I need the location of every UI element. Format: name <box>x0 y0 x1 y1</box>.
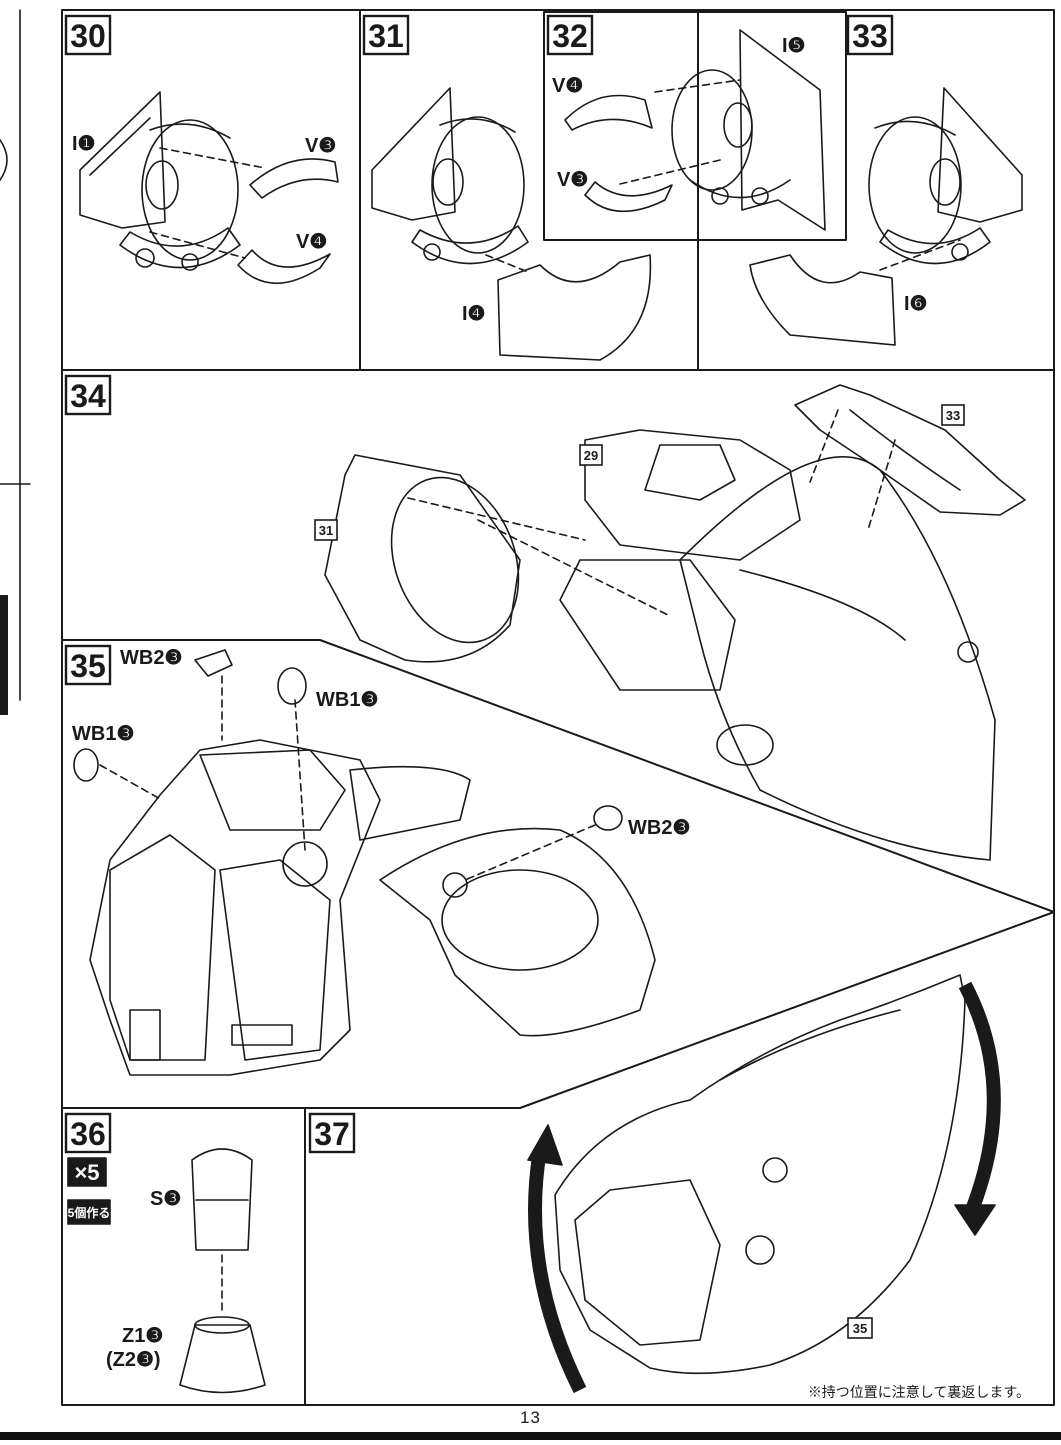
step-31-drawing <box>371 87 652 361</box>
part-label: Z1❸ <box>122 1325 163 1347</box>
part-label: WB1❸ <box>72 723 134 745</box>
step-number-30: 30 <box>70 18 106 54</box>
step-number-36: 36 <box>70 1116 106 1152</box>
step-30-drawing <box>79 91 339 285</box>
ref-box <box>579 444 603 466</box>
ref-label-29: 29 <box>584 448 598 463</box>
step-number-33: 33 <box>852 18 888 54</box>
part-label: WB2❸ <box>120 647 182 669</box>
part-label: I❹ <box>462 303 486 325</box>
ref-label-35: 35 <box>853 1321 867 1336</box>
part-label: I❺ <box>782 35 806 57</box>
step-number-box <box>846 14 894 56</box>
part-label: WB1❸ <box>316 689 378 711</box>
step-number-box <box>64 644 112 686</box>
step-36-drawing <box>179 1148 266 1394</box>
step-number-31: 31 <box>368 18 404 54</box>
panel-frames <box>61 9 1055 1406</box>
step-number-box <box>64 14 112 56</box>
step-35-drawing <box>73 649 656 1076</box>
part-label: V❸ <box>557 169 588 191</box>
step-number-32: 32 <box>552 18 588 54</box>
page-bottom-edge <box>0 1432 1061 1440</box>
part-label: I❻ <box>904 293 928 315</box>
ref-box <box>941 404 965 426</box>
step-33-drawing <box>749 87 1023 346</box>
multiplier-text: ×5 <box>74 1160 99 1185</box>
multiplier-note-badge <box>67 1199 111 1225</box>
part-label: (Z2❸) <box>106 1349 161 1371</box>
step-number-box <box>64 374 112 416</box>
multiplier-badge <box>67 1157 107 1187</box>
step-number-box <box>362 14 410 56</box>
left-margin-lines <box>0 9 31 715</box>
ref-box <box>847 1317 873 1339</box>
multiplier-note: 5個作る <box>68 1205 111 1220</box>
ref-label-33: 33 <box>946 408 960 423</box>
step-number-box <box>308 1112 356 1154</box>
part-label: WB2❸ <box>628 817 690 839</box>
part-label: I❶ <box>72 133 96 155</box>
page-number: 13 <box>520 1408 541 1427</box>
step-32-drawing <box>564 29 826 231</box>
step-number-box <box>64 1112 112 1154</box>
flip-note: ※持つ位置に注意して裏返します。 <box>808 1384 1030 1400</box>
step-37-drawing <box>527 974 1001 1394</box>
step-34-drawing <box>324 384 1026 861</box>
ref-label-31: 31 <box>319 523 333 538</box>
part-label: S❸ <box>150 1188 181 1210</box>
part-label: V❸ <box>305 135 336 157</box>
part-label: V❹ <box>552 75 583 97</box>
step-number-37: 37 <box>314 1116 350 1152</box>
ref-box <box>314 519 338 541</box>
part-label: V❹ <box>296 231 327 253</box>
step-number-35: 35 <box>70 648 106 684</box>
step-number-34: 34 <box>70 378 106 414</box>
step-number-box <box>546 14 594 56</box>
